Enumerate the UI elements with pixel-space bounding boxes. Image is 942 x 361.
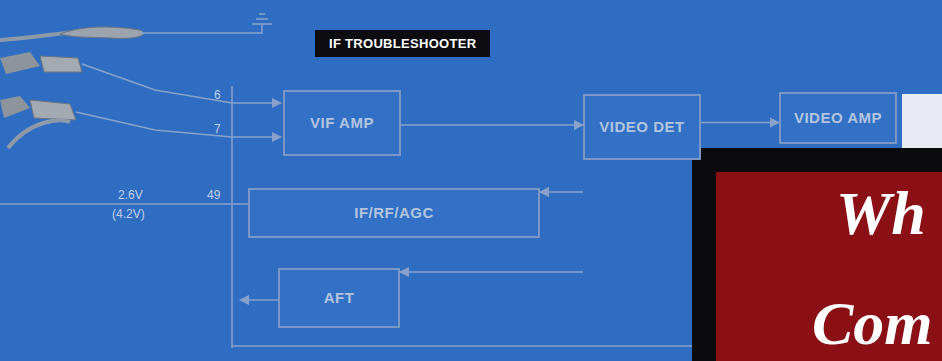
headline-fragment: Com bbox=[812, 292, 933, 354]
pin-number: 6 bbox=[214, 88, 221, 102]
box-label: IF/RF/AGC bbox=[354, 204, 434, 222]
voltage-reading: 2.6V bbox=[118, 188, 143, 202]
aft-box: AFT bbox=[278, 268, 400, 328]
box-label: VIF AMP bbox=[310, 114, 374, 132]
agc-box: IF/RF/AGC bbox=[248, 188, 540, 238]
title-panel bbox=[716, 172, 942, 361]
title-tag: IF TROUBLESHOOTER bbox=[315, 30, 490, 57]
probe-clips bbox=[0, 52, 232, 148]
ground-lead bbox=[0, 14, 272, 40]
signal-arrow bbox=[400, 271, 583, 273]
pin-number: 49 bbox=[207, 188, 220, 202]
voltage-reading: (4.2V) bbox=[112, 207, 145, 221]
amplifier-box: VIDEO AMP bbox=[779, 92, 897, 144]
signal-arrow bbox=[701, 122, 779, 124]
headline-fragment: Wh bbox=[836, 182, 926, 244]
box-label: VIDEO DET bbox=[599, 118, 684, 136]
signal-arrow bbox=[401, 124, 583, 126]
detector-box: VIDEO DET bbox=[583, 94, 701, 160]
box-label: VIDEO AMP bbox=[794, 109, 882, 127]
box-label: AFT bbox=[324, 289, 355, 307]
amplifier-box: VIF AMP bbox=[283, 90, 401, 156]
signal-arrow bbox=[540, 191, 583, 193]
light-strip bbox=[902, 94, 942, 148]
pin-wires bbox=[0, 86, 700, 348]
panel-shadow bbox=[692, 148, 942, 361]
pin-number: 7 bbox=[214, 122, 221, 136]
